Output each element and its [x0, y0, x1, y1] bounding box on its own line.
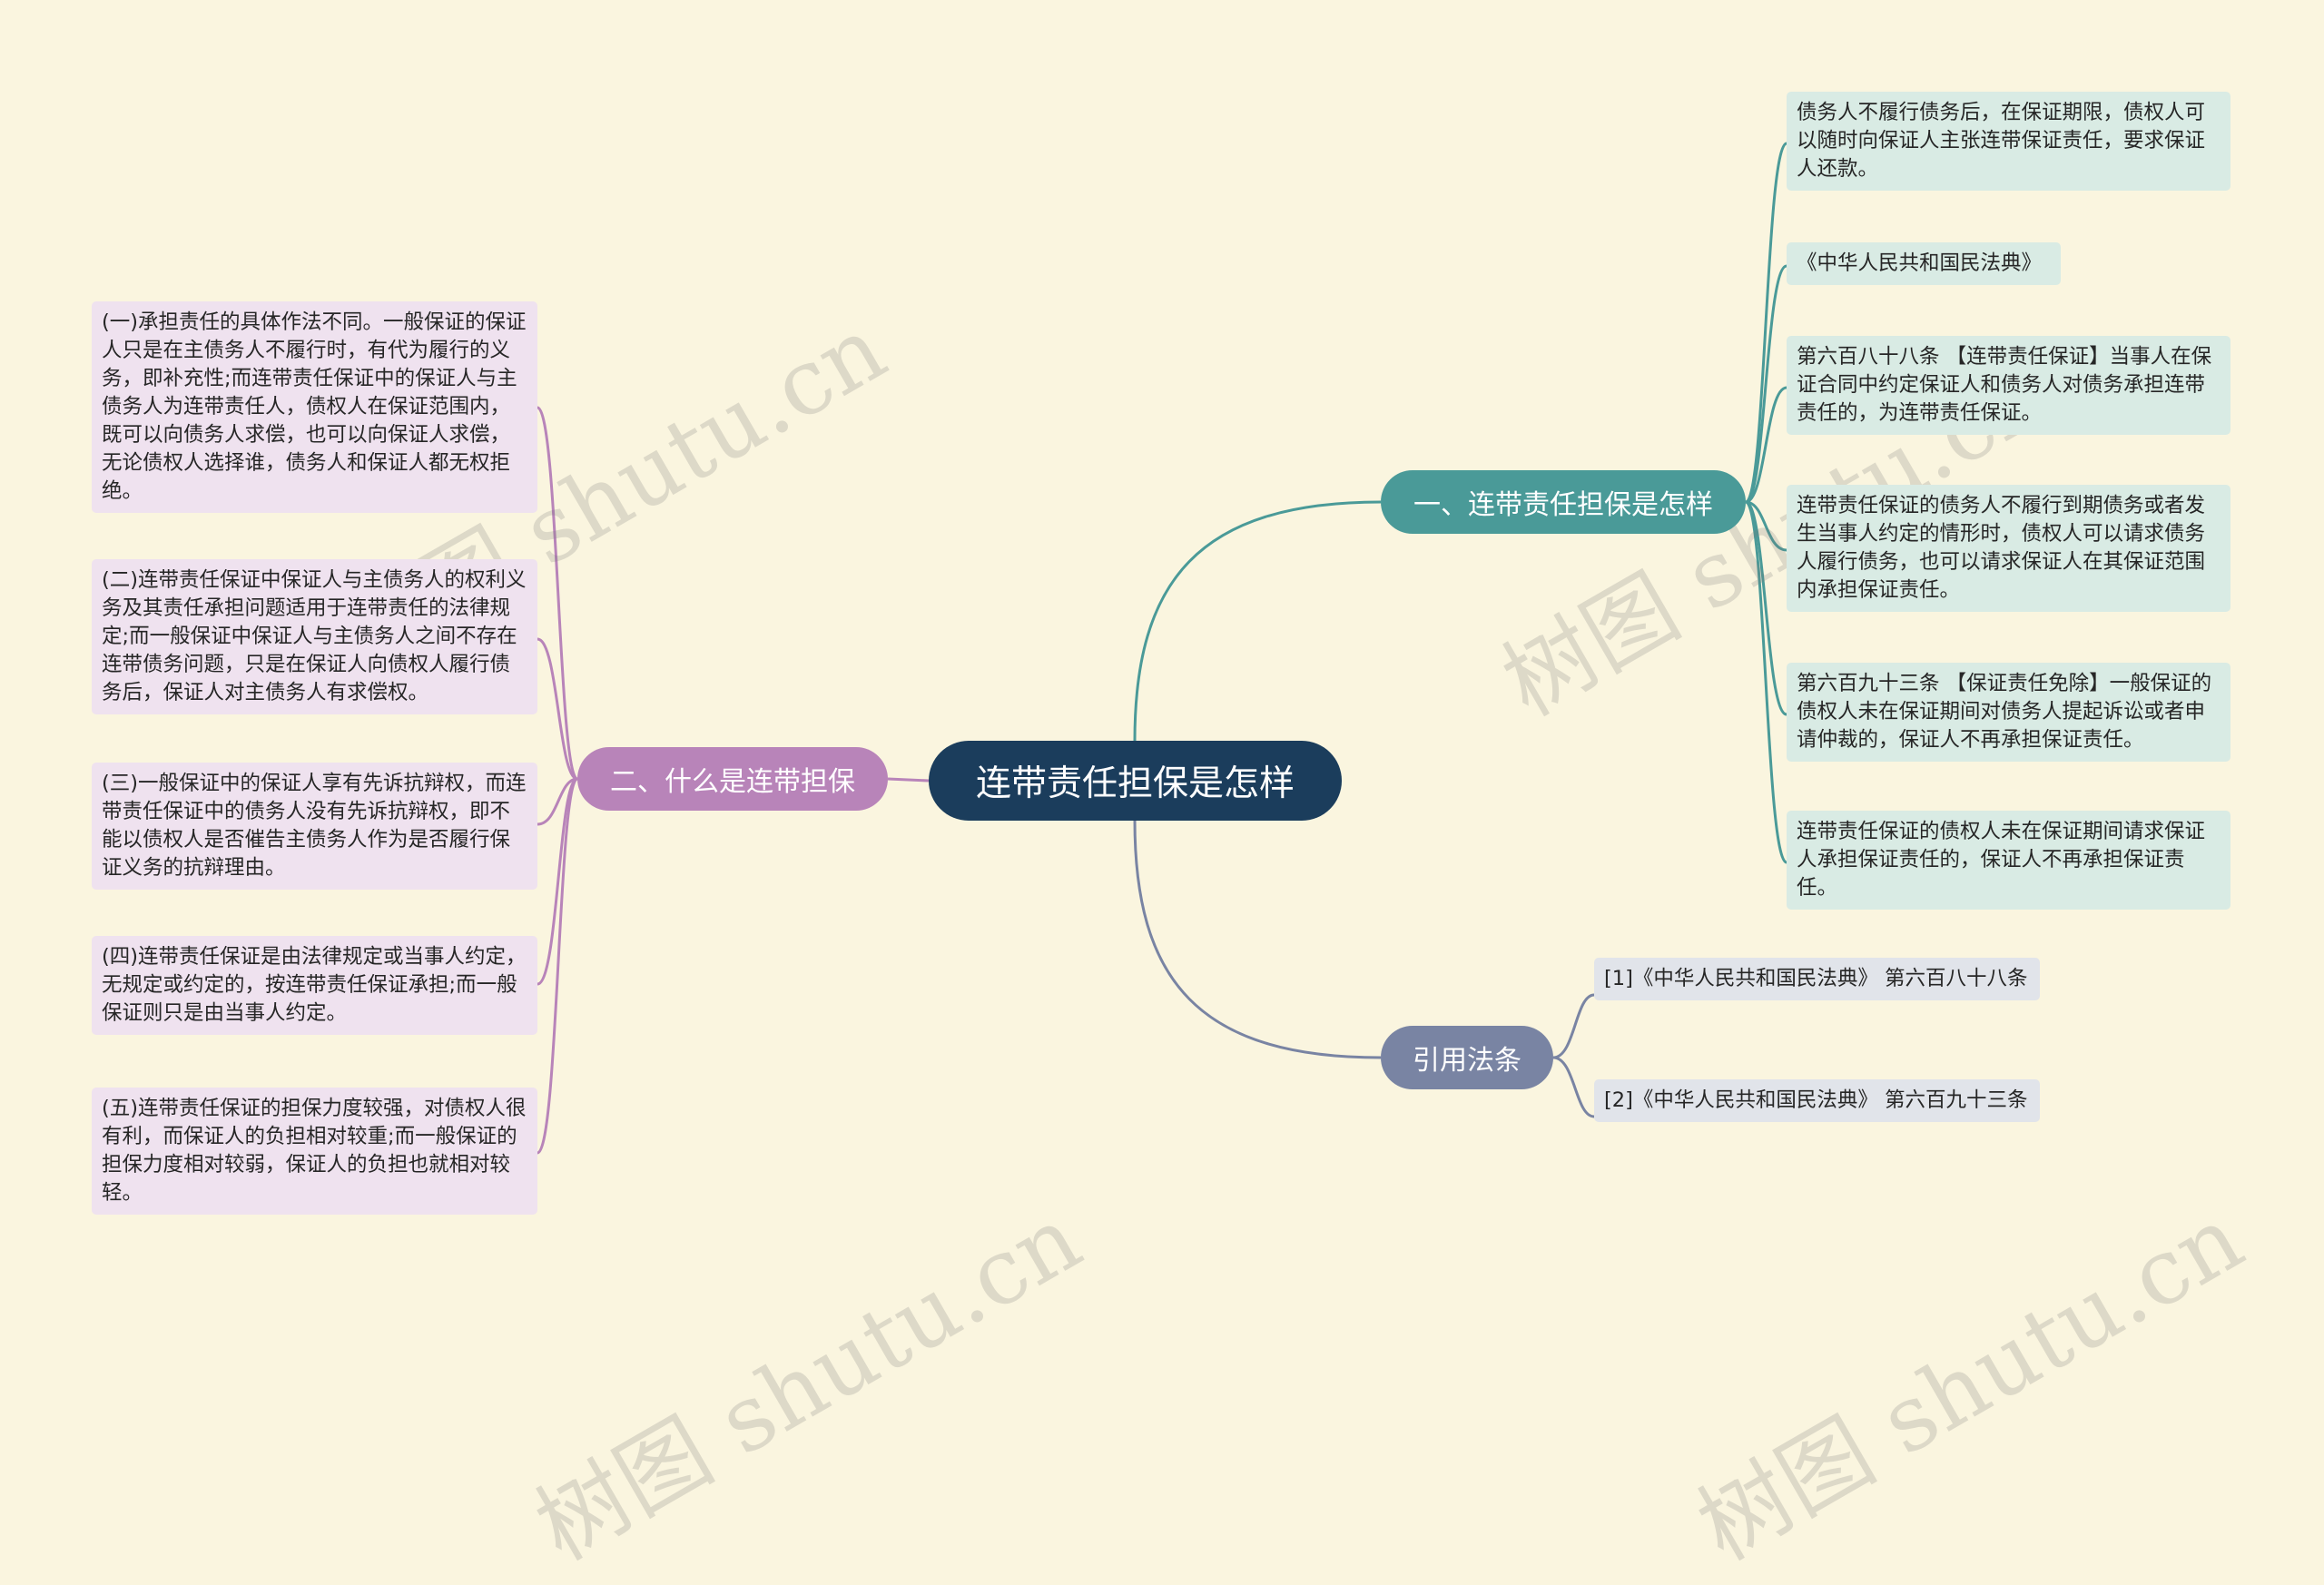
- leaf-topic[interactable]: (二)连带责任保证中保证人与主债务人的权利义务及其责任承担问题适用于连带责任的法…: [92, 559, 537, 714]
- connector-root-b2: [887, 777, 930, 783]
- connector-lines: [536, 142, 1788, 1155]
- leaf-topic[interactable]: (四)连带责任保证是由法律规定或当事人约定，无规定或约定的，按连带责任保证承担;…: [92, 936, 537, 1035]
- connector-root-b3: [1133, 820, 1382, 1059]
- leaf-topic[interactable]: 第六百八十八条 【连带责任保证】当事人在保证合同中约定保证人和债务人对债务承担连…: [1787, 336, 2230, 435]
- connectors-branch-2: [536, 406, 579, 1155]
- leaf-topic[interactable]: 《中华人民共和国民法典》: [1787, 242, 2061, 285]
- leaf-citation[interactable]: [1]《中华人民共和国民法典》 第六百八十八条: [1594, 958, 2040, 1000]
- connectors-branch-3: [1552, 993, 1595, 1118]
- leaf-topic[interactable]: 连带责任保证的债务人不履行到期债务或者发生当事人约定的情形时，债权人可以请求债务…: [1787, 485, 2230, 612]
- leaf-topic[interactable]: (五)连带责任保证的担保力度较强，对债权人很有利，而保证人的负担相对较重;而一般…: [92, 1088, 537, 1215]
- leaf-topic[interactable]: 第六百九十三条 【保证责任免除】一般保证的债权人未在保证期间对债务人提起诉讼或者…: [1787, 663, 2230, 762]
- leaf-topic[interactable]: 连带责任保证的债权人未在保证期间请求保证人承担保证责任的，保证人不再承担保证责任…: [1787, 811, 2230, 910]
- connectors-branch-1: [1744, 142, 1788, 864]
- connector-root-b1: [1133, 500, 1382, 742]
- branch-what-is-joint-guarantee[interactable]: 二、什么是连带担保: [577, 747, 888, 811]
- leaf-topic[interactable]: (三)一般保证中的保证人享有先诉抗辩权，而连带责任保证中的债务人没有先诉抗辩权，…: [92, 763, 537, 890]
- leaf-topic[interactable]: 债务人不履行债务后，在保证期限，债权人可以随时向保证人主张连带保证责任，要求保证…: [1787, 92, 2230, 191]
- branch-what-is-joint-liability-guarantee[interactable]: 一、连带责任担保是怎样: [1381, 470, 1746, 534]
- branch-cited-laws[interactable]: 引用法条: [1381, 1026, 1553, 1089]
- root-topic[interactable]: 连带责任担保是怎样: [929, 741, 1342, 821]
- leaf-topic[interactable]: (一)承担责任的具体作法不同。一般保证的保证人只是在主债务人不履行时，有代为履行…: [92, 301, 537, 513]
- leaf-citation[interactable]: [2]《中华人民共和国民法典》 第六百九十三条: [1594, 1079, 2040, 1122]
